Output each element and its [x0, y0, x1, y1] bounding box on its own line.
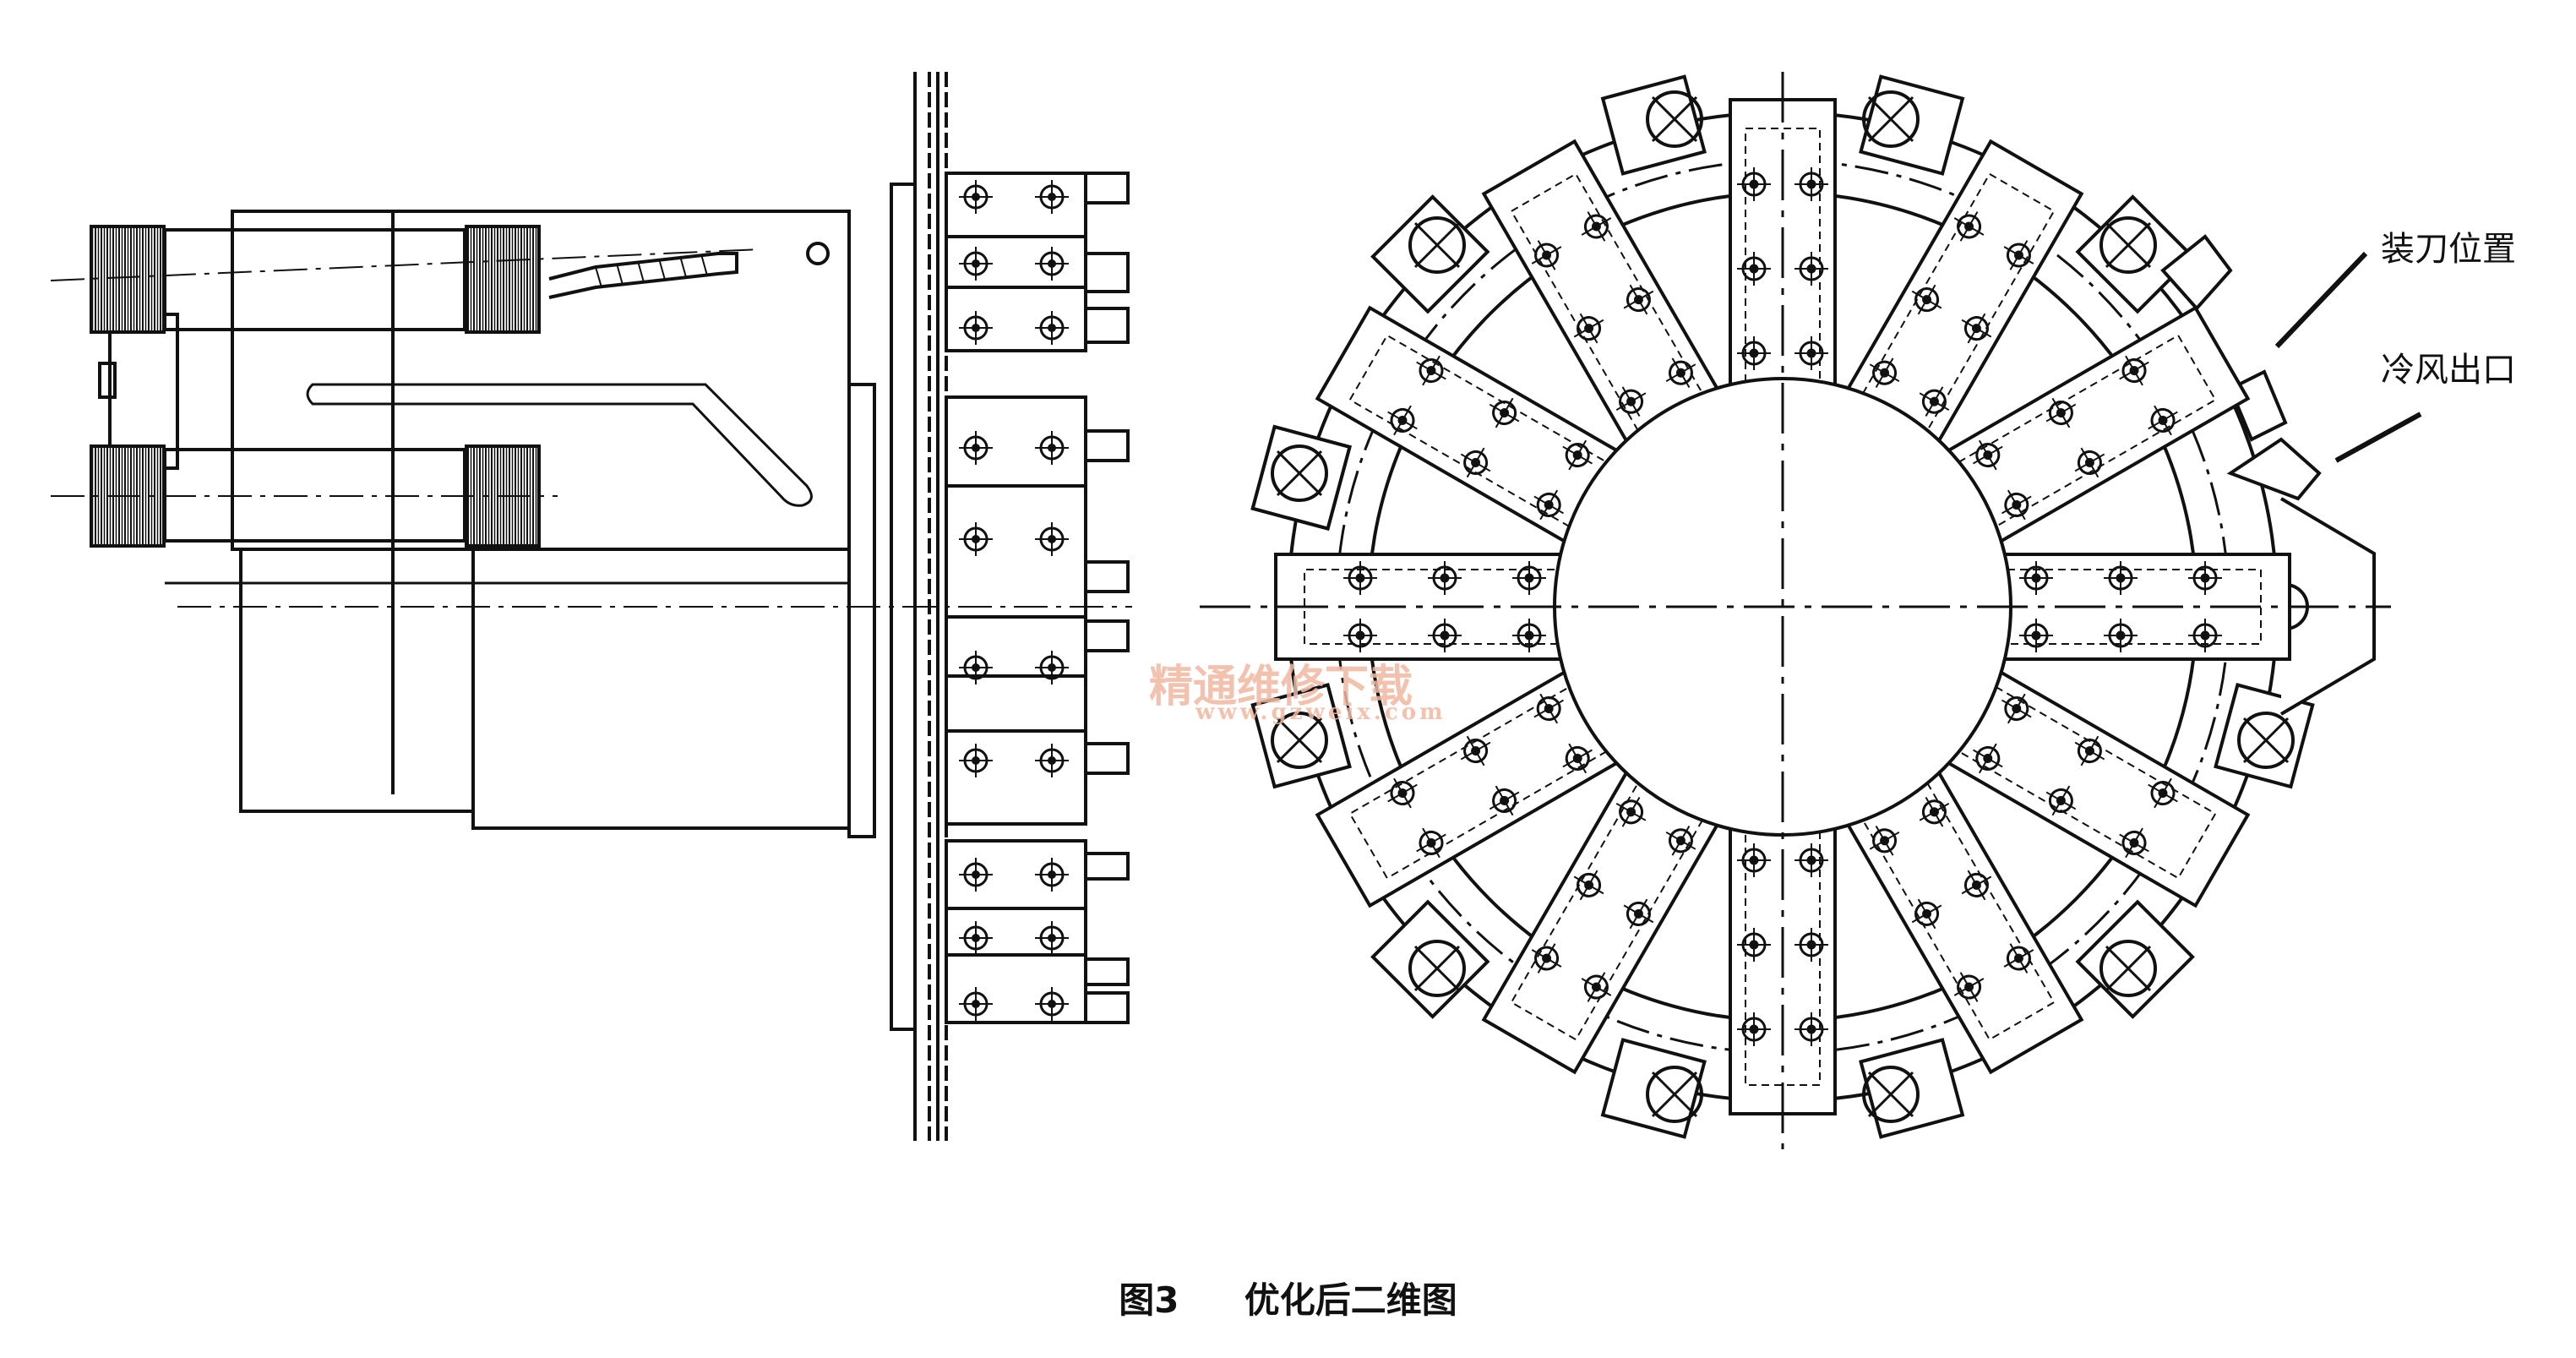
tool-position-leader [2274, 251, 2368, 349]
cold-air-outlet-label: 冷风出口 [2381, 351, 2516, 390]
side-view [50, 72, 1132, 1141]
watermark-url: www.gzweix.com [1195, 700, 1446, 725]
figure-caption: 图3 优化后二维图 [0, 1272, 2576, 1323]
front-view [1200, 72, 2422, 1149]
cold-air-outlet-leader [2334, 412, 2422, 463]
figure-number: 图3 [1119, 1279, 1179, 1321]
watermark-text: 精通维修下载 [1149, 661, 1413, 712]
figure-title: 优化后二维图 [1244, 1279, 1457, 1321]
tool-position-label: 装刀位置 [2381, 230, 2516, 269]
